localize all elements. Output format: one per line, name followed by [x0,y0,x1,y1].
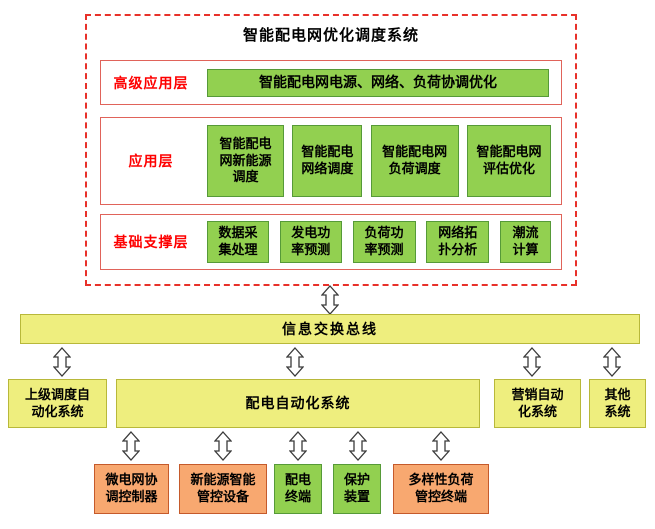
layer-label: 高级应用层 [113,74,189,91]
module-box: 智能配电网 评估优化 [466,125,551,197]
module-box: 潮流 计算 [500,221,551,263]
device-box-microgrid-controller: 微电网协 调控制器 [94,464,169,514]
module-box: 智能配电网电源、网络、负荷协调优化 [207,68,549,97]
device-box-diverse-load-terminal: 多样性负荷 管控终端 [393,464,489,514]
layer-items: 智能配电网电源、网络、负荷协调优化 [201,68,561,97]
double-arrow-icon [122,431,140,461]
layer-items: 数据采 集处理 发电功 率预测 负荷功 率预测 网络拓 扑分析 潮流 计算 [201,221,561,263]
double-arrow-icon [53,347,71,377]
layer-basic-support: 基础支撑层 数据采 集处理 发电功 率预测 负荷功 率预测 网络拓 扑分析 潮流… [100,214,562,270]
double-arrow-icon [349,431,367,461]
layer-label: 应用层 [128,153,174,169]
double-arrow-icon [321,285,339,315]
optimization-system-boundary: 智能配电网优化调度系统 高级应用层 智能配电网电源、网络、负荷协调优化 应用层 … [85,14,577,286]
double-arrow-icon [286,347,304,377]
module-box: 智能配电 网络调度 [292,125,363,197]
double-arrow-icon [214,431,232,461]
module-box: 智能配电网 负荷调度 [370,125,459,197]
double-arrow-icon [432,431,450,461]
double-arrow-icon [289,431,307,461]
system-box-superior-dispatch: 上级调度自 动化系统 [8,379,107,428]
info-exchange-bus: 信息交换总线 [20,314,640,344]
system-box-distribution-automation: 配电自动化系统 [116,379,480,428]
layer-advanced-application: 高级应用层 智能配电网电源、网络、负荷协调优化 [100,60,562,105]
layer-application: 应用层 智能配电 网新能源 调度 智能配电 网络调度 智能配电网 负荷调度 智能… [100,117,562,205]
double-arrow-icon [603,347,621,377]
device-box-renewable-control: 新能源智能 管控设备 [179,464,267,514]
device-box-distribution-terminal: 配电 终端 [274,464,322,514]
system-box-marketing-automation: 营销自动 化系统 [494,379,581,428]
module-box: 发电功 率预测 [279,221,342,263]
double-arrow-icon [523,347,541,377]
module-box: 智能配电 网新能源 调度 [207,125,284,197]
module-box: 网络拓 扑分析 [426,221,490,263]
module-box: 负荷功 率预测 [352,221,416,263]
system-box-other: 其他 系统 [589,379,646,428]
layer-label: 基础支撑层 [113,234,189,250]
device-box-protection: 保护 装置 [333,464,381,514]
module-box: 数据采 集处理 [207,221,269,263]
layer-items: 智能配电 网新能源 调度 智能配电 网络调度 智能配电网 负荷调度 智能配电网 … [201,125,561,197]
diagram-title: 智能配电网优化调度系统 [242,27,419,44]
